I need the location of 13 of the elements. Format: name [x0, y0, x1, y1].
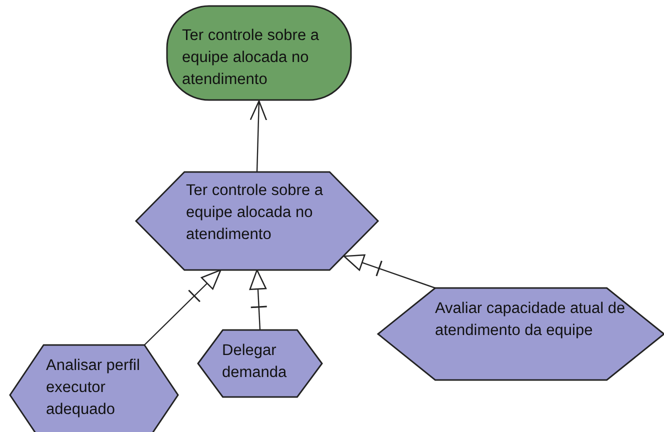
- arrow: [249, 269, 268, 330]
- hexagon-node: [10, 345, 178, 432]
- arrow: [144, 269, 222, 346]
- arrow: [250, 100, 268, 172]
- node-label: Delegar demanda: [222, 341, 288, 383]
- node-label: Ter controle sobre a equipe alocada no atendimento: [182, 26, 320, 90]
- hexagon-node: [198, 330, 322, 397]
- node-label: Ter controle sobre a equipe alocada no atendimento: [186, 181, 324, 245]
- node-label: Avaliar capacidade atual de atendimento da equipe: [435, 299, 626, 341]
- hexagon-node: [136, 172, 378, 270]
- node-label: Analisar perfil executor adequado: [46, 356, 141, 420]
- hexagon-node: [378, 288, 664, 380]
- arrow: [343, 254, 436, 289]
